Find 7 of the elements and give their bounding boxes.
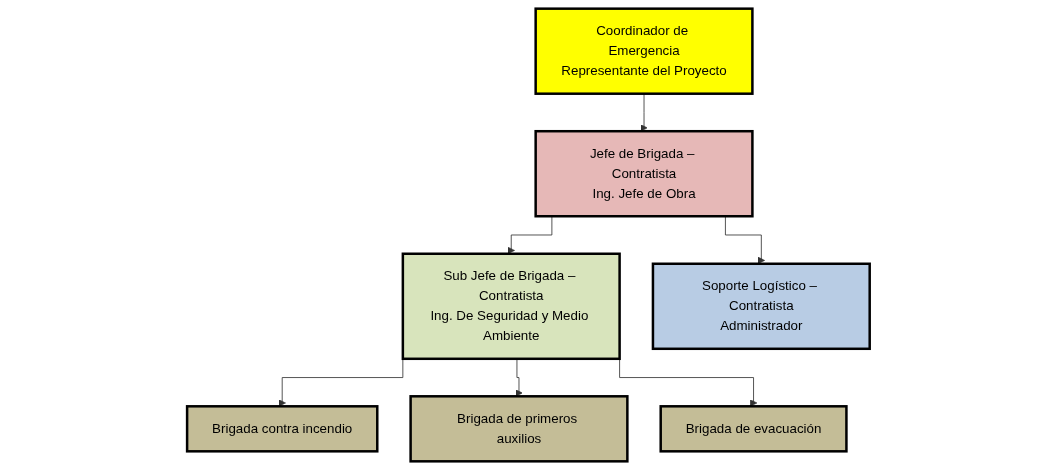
- node-box: Brigada contra incendio: [185, 405, 379, 453]
- node-box: Brigada de evacuación: [659, 405, 848, 453]
- node-box: Coordinador de Emergencia Representante del Proyecto: [534, 7, 754, 95]
- node-box: Jefe de Brigada – Contratista Ing. Jefe de Obra: [534, 129, 754, 218]
- node-box: Brigada de primeros auxilios: [409, 395, 629, 463]
- node-box: Soporte Logístico – Contratista Administrador: [651, 262, 872, 351]
- node-box: Sub Jefe de Brigada – Contratista Ing. De Seguridad y Medio Ambiente: [401, 252, 621, 361]
